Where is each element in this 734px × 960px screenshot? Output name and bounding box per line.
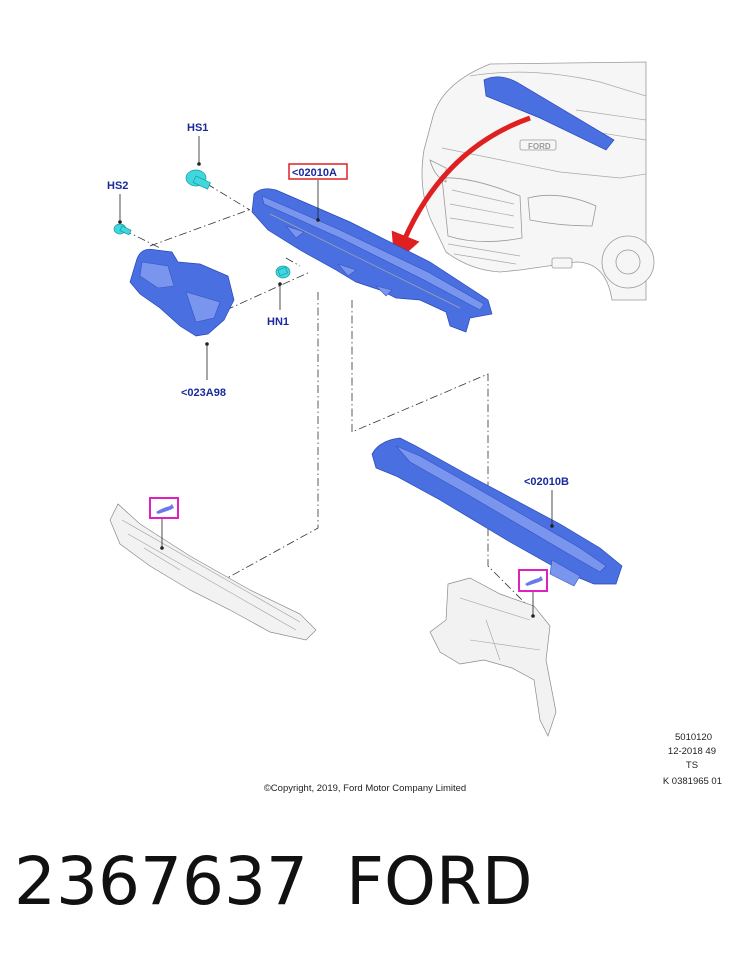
reference-line-3: TS bbox=[686, 760, 698, 771]
hs2-bolt[interactable] bbox=[113, 223, 132, 236]
hn1-nut[interactable] bbox=[275, 265, 291, 279]
copyright-notice: ©Copyright, 2019, Ford Motor Company Lim… bbox=[264, 783, 466, 794]
cowl-panel-part[interactable] bbox=[251, 188, 493, 333]
weld-marker-icon bbox=[149, 497, 179, 519]
callout-crossmember[interactable]: <02010B bbox=[524, 476, 569, 488]
svg-text:FORD: FORD bbox=[528, 142, 551, 151]
callout-hs2[interactable]: HS2 bbox=[107, 180, 128, 192]
air-shield-part[interactable] bbox=[129, 248, 235, 337]
part-number: 2367637 bbox=[14, 843, 308, 920]
brand-name: FORD bbox=[346, 843, 533, 920]
crossmember-part[interactable] bbox=[371, 437, 623, 587]
bracket-ghost bbox=[429, 577, 557, 737]
cowl-reinforcement-ghost bbox=[109, 503, 317, 641]
van-illustration: FORD bbox=[421, 61, 655, 301]
weld-marker-icon bbox=[518, 569, 548, 592]
callout-hn1[interactable]: HN1 bbox=[267, 316, 289, 328]
reference-line-1: 5010120 bbox=[675, 732, 712, 743]
reference-line-2: 12-2018 49 bbox=[668, 746, 716, 757]
leader-lines bbox=[118, 136, 554, 618]
callout-highlight-box bbox=[288, 163, 348, 180]
red-curved-arrow-icon bbox=[391, 115, 531, 264]
hs1-bolt[interactable] bbox=[185, 169, 211, 190]
callout-shield[interactable]: <023A98 bbox=[181, 387, 226, 399]
callout-hs1[interactable]: HS1 bbox=[187, 122, 208, 134]
reference-line-4: K 0381965 01 bbox=[663, 776, 722, 787]
callout-main-part[interactable]: <02010A bbox=[292, 167, 337, 179]
